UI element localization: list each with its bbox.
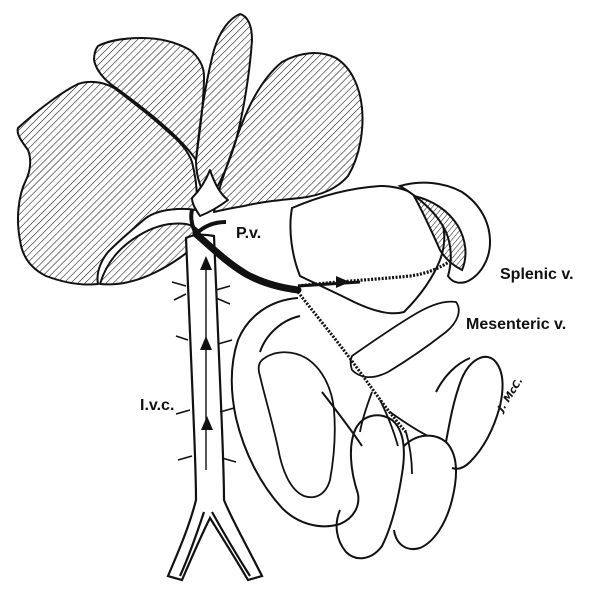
ivc-trunk bbox=[166, 233, 264, 582]
small-bowel-loop-3 bbox=[445, 355, 504, 470]
portal-vein-branches bbox=[189, 209, 227, 236]
mesenteric-vein-branches bbox=[359, 391, 429, 475]
mesenteric-vein-label: Mesenteric v. bbox=[466, 316, 567, 333]
duodenum-loop bbox=[230, 297, 360, 528]
portal-system bbox=[189, 209, 453, 475]
splenic-vein-label: Splenic v. bbox=[500, 266, 574, 283]
liver bbox=[16, 13, 364, 286]
stomach bbox=[289, 181, 492, 315]
pancreas bbox=[257, 300, 460, 499]
liver-right-lobe bbox=[16, 80, 198, 286]
splenic-flow-arrow bbox=[336, 276, 350, 288]
mesentery-edge bbox=[321, 391, 363, 447]
ivc-label: I.v.c. bbox=[140, 397, 175, 414]
inferior-vena-cava bbox=[166, 233, 264, 582]
pancreas-head bbox=[257, 351, 336, 499]
liver-hilum bbox=[191, 169, 229, 217]
duodenum-loop-inner bbox=[259, 315, 301, 353]
liver-lower-lobe bbox=[99, 222, 202, 286]
small-bowel-loop-4 bbox=[435, 357, 471, 393]
pancreas-tail bbox=[349, 300, 460, 378]
liver-left-lobe bbox=[213, 52, 364, 213]
stomach-body bbox=[289, 184, 446, 315]
portal-vein-label: P.v. bbox=[236, 225, 262, 242]
splenic-vein-solid bbox=[297, 280, 361, 288]
small-bowel-loop-1 bbox=[335, 414, 405, 560]
small-bowel-loop-2 bbox=[393, 434, 457, 550]
ivc-bifurcation-inner bbox=[178, 511, 251, 577]
portal-vein bbox=[192, 230, 302, 294]
ivc-tributaries bbox=[171, 281, 237, 463]
spleen-hilum bbox=[412, 194, 467, 272]
intestine bbox=[230, 297, 504, 560]
